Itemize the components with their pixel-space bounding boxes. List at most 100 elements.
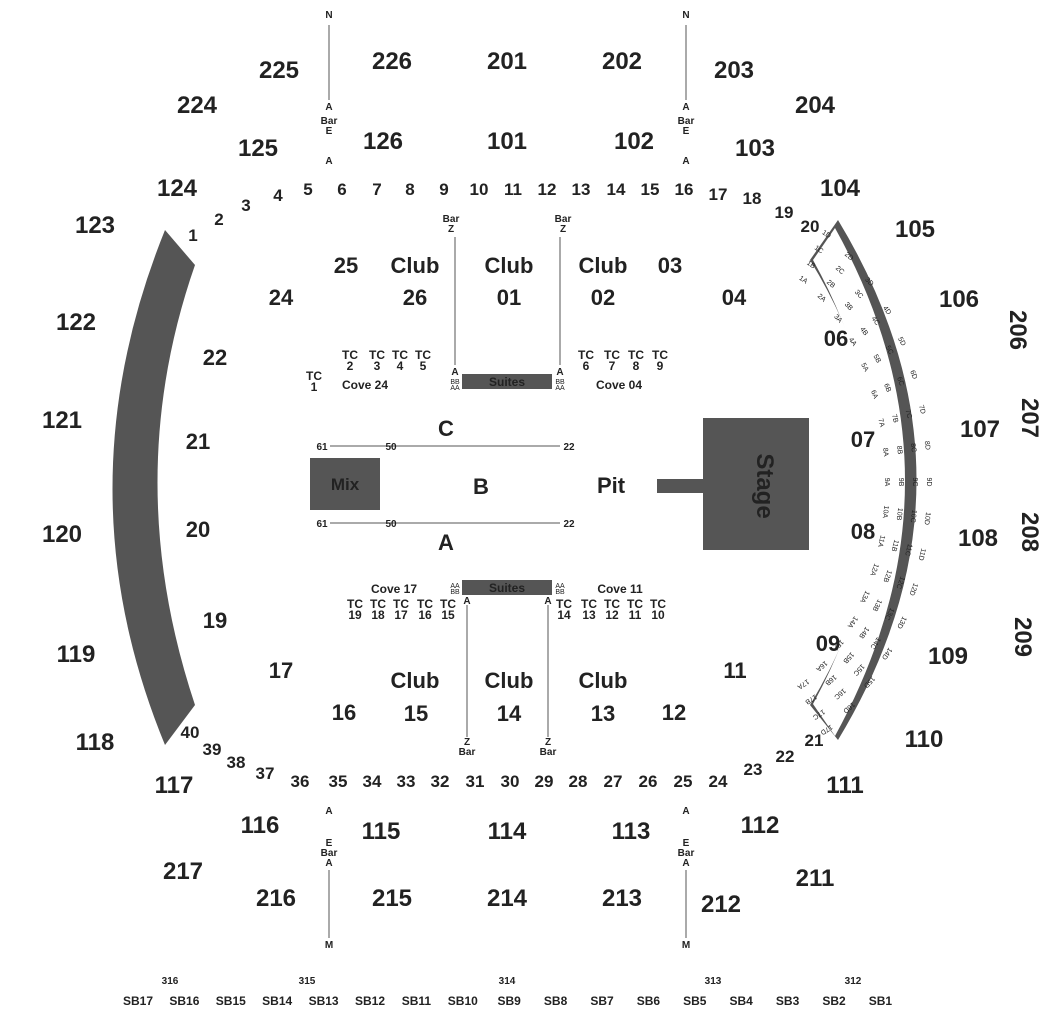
box-1C[interactable]: 1C (813, 245, 824, 256)
floor-section-16[interactable]: 16 (332, 700, 356, 725)
section-106[interactable]: 106 (939, 286, 979, 313)
box-13D[interactable]: 13D (895, 615, 907, 630)
floor-section-03[interactable]: 03 (658, 253, 682, 278)
section-117[interactable]: 117 (155, 772, 194, 799)
skybox-SB7[interactable]: SB7 (590, 994, 614, 1008)
section-103[interactable]: 103 (735, 135, 775, 162)
section-118[interactable]: 118 (76, 729, 115, 756)
section-112[interactable]: 112 (741, 812, 780, 839)
section-206[interactable]: 206 (1004, 310, 1031, 350)
box-11B[interactable]: 11B (890, 539, 900, 553)
box-8D[interactable]: 8D (923, 441, 931, 451)
box-1D[interactable]: 1D (821, 229, 832, 240)
arena-row-31[interactable]: 31 (466, 772, 485, 791)
cove-label[interactable]: Cove 24 (342, 378, 388, 392)
arena-row-6[interactable]: 6 (337, 180, 346, 199)
cove-label[interactable]: Cove 11 (597, 582, 643, 596)
box-11D[interactable]: 11D (917, 548, 927, 562)
box-2B[interactable]: 2B (825, 279, 836, 290)
box-12B[interactable]: 12B (881, 569, 892, 583)
skybox-SB11[interactable]: SB11 (402, 994, 432, 1008)
floor-c[interactable]: C (438, 416, 454, 441)
section-108[interactable]: 108 (958, 525, 998, 552)
section-109[interactable]: 109 (928, 643, 968, 670)
section-101[interactable]: 101 (487, 128, 527, 155)
floor-section-21[interactable]: 21 (186, 429, 210, 454)
section-123[interactable]: 123 (75, 212, 115, 239)
arena-row-28[interactable]: 28 (569, 772, 588, 791)
arena-row-25[interactable]: 25 (674, 772, 693, 791)
section-102[interactable]: 102 (614, 128, 654, 155)
box-1B[interactable]: 1B (805, 260, 816, 271)
arena-row-30[interactable]: 30 (501, 772, 520, 791)
floor-a[interactable]: A (438, 530, 454, 555)
arena-row-24[interactable]: 24 (709, 772, 728, 791)
arena-row-40[interactable]: 40 (181, 723, 200, 742)
level-316[interactable]: 316 (162, 976, 179, 987)
section-202[interactable]: 202 (602, 48, 642, 75)
box-10B[interactable]: 10B (895, 507, 904, 521)
floor-section-09[interactable]: 09 (816, 631, 840, 656)
arena-row-2[interactable]: 2 (214, 210, 223, 229)
box-12C[interactable]: 12C (894, 575, 905, 590)
section-204[interactable]: 204 (795, 92, 836, 119)
skybox-SB9[interactable]: SB9 (498, 994, 522, 1008)
arena-row-8[interactable]: 8 (405, 180, 414, 199)
box-9C[interactable]: 9C (911, 478, 918, 487)
tc-1[interactable]: 1 (311, 380, 318, 394)
arena-row-5[interactable]: 5 (303, 180, 312, 199)
arena-row-34[interactable]: 34 (363, 772, 382, 791)
box-4A[interactable]: 4A (847, 337, 858, 348)
floor-section-04[interactable]: 04 (722, 285, 747, 310)
skybox-SB2[interactable]: SB2 (822, 994, 846, 1008)
section-104[interactable]: 104 (820, 175, 861, 202)
box-10A[interactable]: 10A (881, 505, 890, 519)
section-107[interactable]: 107 (960, 416, 1000, 443)
box-7B[interactable]: 7B (890, 414, 899, 424)
section-209[interactable]: 209 (1009, 617, 1036, 657)
box-7A[interactable]: 7A (876, 418, 885, 428)
tc-17[interactable]: 17 (394, 608, 408, 622)
section-110[interactable]: 110 (905, 726, 944, 753)
arena-row-13[interactable]: 13 (572, 180, 591, 199)
section-201[interactable]: 201 (487, 48, 527, 75)
section-113[interactable]: 113 (612, 818, 651, 845)
box-12D[interactable]: 12D (908, 582, 919, 597)
floor-section-11[interactable]: 11 (723, 658, 746, 683)
box-5D[interactable]: 5D (896, 336, 906, 347)
skybox-SB6[interactable]: SB6 (637, 994, 661, 1008)
cove-label[interactable]: Cove 04 (596, 378, 642, 392)
section-217[interactable]: 217 (163, 858, 203, 885)
skybox-SB8[interactable]: SB8 (544, 994, 568, 1008)
box-6D[interactable]: 6D (908, 369, 918, 380)
floor-section-24[interactable]: 24 (269, 285, 294, 310)
section-105[interactable]: 105 (895, 216, 935, 243)
arena-row-16[interactable]: 16 (675, 180, 694, 199)
floor-section-02[interactable]: 02 (591, 285, 615, 310)
box-7D[interactable]: 7D (917, 404, 926, 414)
section-225[interactable]: 225 (259, 57, 299, 84)
arena-row-36[interactable]: 36 (291, 772, 310, 791)
skybox-SB14[interactable]: SB14 (262, 994, 292, 1008)
level-312[interactable]: 312 (845, 976, 862, 987)
section-224[interactable]: 224 (177, 92, 218, 119)
arena-row-4[interactable]: 4 (273, 186, 283, 205)
skybox-SB3[interactable]: SB3 (776, 994, 800, 1008)
section-126[interactable]: 126 (363, 128, 403, 155)
arena-row-15[interactable]: 15 (641, 180, 660, 199)
skybox-SB13[interactable]: SB13 (309, 994, 339, 1008)
arena-row-39[interactable]: 39 (203, 740, 222, 759)
level-314[interactable]: 314 (499, 976, 516, 987)
skybox-SB1[interactable]: SB1 (869, 994, 893, 1008)
tc-3[interactable]: 3 (374, 359, 381, 373)
arena-row-18[interactable]: 18 (743, 189, 762, 208)
section-124[interactable]: 124 (157, 175, 198, 202)
box-2D[interactable]: 2D (843, 251, 854, 262)
arena-row-32[interactable]: 32 (431, 772, 450, 791)
arena-row-38[interactable]: 38 (227, 753, 246, 772)
arena-row-20[interactable]: 20 (801, 217, 820, 236)
arena-row-37[interactable]: 37 (256, 764, 275, 783)
section-213[interactable]: 213 (602, 885, 642, 912)
tc-18[interactable]: 18 (371, 608, 385, 622)
arena-row-10[interactable]: 10 (470, 180, 489, 199)
